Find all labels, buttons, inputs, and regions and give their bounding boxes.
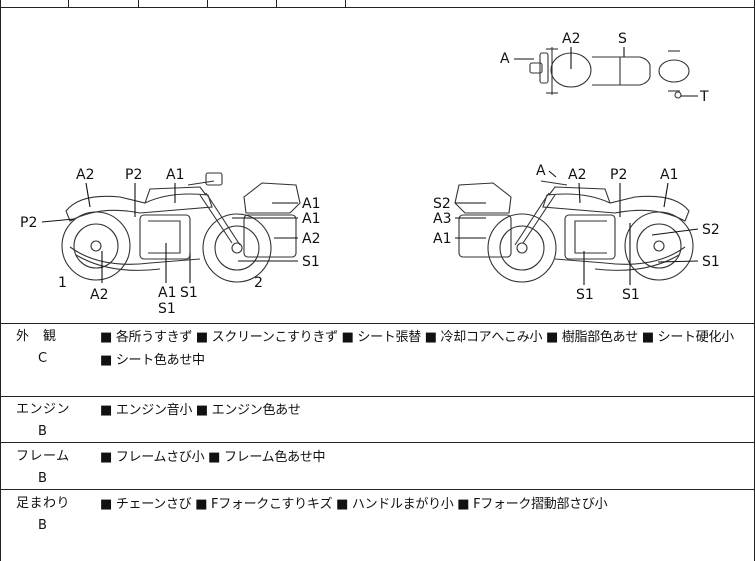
condition-row-exterior: 外 観 C ■ 各所うすきず ■ スクリーンこすりきず ■ シート張替 ■ 冷却… bbox=[0, 326, 755, 396]
condition-row-suspension: 足まわり B ■ チェーンさび ■ Fフォークこすりキズ ■ ハンドルまがり小 … bbox=[0, 493, 755, 559]
left-label-a2-r3: A2 bbox=[302, 231, 320, 247]
right-label-a3-l2: A3 bbox=[433, 211, 451, 227]
top-label-t: T bbox=[699, 89, 709, 105]
left-label-s1-r4: S1 bbox=[302, 254, 320, 270]
left-view-motorcycle bbox=[61, 172, 301, 283]
left-label-a1-top: A1 bbox=[166, 167, 184, 183]
condition-category: エンジン B bbox=[16, 399, 86, 443]
left-label-s1-bottom2: S1 bbox=[158, 301, 176, 317]
left-label-a1-bottom: A1 bbox=[158, 285, 176, 301]
top-table-row bbox=[0, 0, 755, 7]
left-view-leaders bbox=[41, 182, 298, 283]
condition-details: ■ エンジン音小 ■ エンジン色あせ bbox=[100, 403, 301, 418]
left-label-p2-top: P2 bbox=[125, 167, 142, 183]
right-label-a-top: A bbox=[536, 163, 546, 179]
condition-details: ■ チェーンさび ■ Fフォークこすりキズ ■ ハンドルまがり小 ■ Fフォーク… bbox=[100, 497, 608, 512]
category-grade: B bbox=[38, 471, 47, 486]
left-label-a1-r1: A1 bbox=[302, 196, 320, 212]
damage-diagram: A A2 S T A2 P2 A1 P2 A1 A1 A2 S1 1 A2 A1… bbox=[0, 7, 755, 323]
right-label-s1-b1: S1 bbox=[576, 287, 594, 303]
condition-category: 足まわり B bbox=[16, 493, 86, 537]
category-grade: B bbox=[38, 424, 47, 439]
right-label-a2-top: A2 bbox=[568, 167, 586, 183]
condition-category: 外 観 C bbox=[16, 326, 86, 370]
right-label-a1-top: A1 bbox=[660, 167, 678, 183]
condition-details: ■ フレームさび小 ■ フレーム色あせ中 bbox=[100, 450, 326, 465]
right-label-a1-l3: A1 bbox=[433, 231, 451, 247]
right-label-s2-l1: S2 bbox=[433, 196, 451, 212]
right-label-s2-r: S2 bbox=[702, 222, 720, 238]
top-label-a2: A2 bbox=[562, 31, 580, 47]
condition-row-engine: エンジン B ■ エンジン音小 ■ エンジン色あせ bbox=[0, 399, 755, 441]
category-grade: B bbox=[38, 518, 47, 533]
left-label-a1-r2: A1 bbox=[302, 211, 320, 227]
top-label-s: S bbox=[618, 31, 627, 47]
right-view-motorcycle bbox=[454, 180, 694, 283]
condition-category: フレーム B bbox=[16, 446, 86, 490]
condition-row-frame: フレーム B ■ フレームさび小 ■ フレーム色あせ中 bbox=[0, 446, 755, 488]
left-label-a2-top: A2 bbox=[76, 167, 94, 183]
category-name: 外 観 bbox=[16, 329, 57, 344]
condition-details: ■ 各所うすきず ■ スクリーンこすりきず ■ シート張替 ■ 冷却コアへこみ小… bbox=[100, 330, 734, 368]
left-label-num2: 2 bbox=[254, 275, 263, 291]
top-view-leaders bbox=[514, 47, 698, 97]
right-view-leaders bbox=[455, 170, 699, 285]
category-name: 足まわり bbox=[16, 496, 71, 511]
motorcycle-diagram: A A2 S T A2 P2 A1 P2 A1 A1 A2 S1 1 A2 A1… bbox=[20, 31, 720, 317]
top-label-a: A bbox=[500, 51, 510, 67]
category-name: フレーム bbox=[16, 449, 70, 464]
left-label-p2-side: P2 bbox=[20, 215, 37, 231]
right-label-s1-r: S1 bbox=[702, 254, 720, 270]
category-name: エンジン bbox=[16, 402, 71, 417]
top-view-motorcycle bbox=[529, 47, 690, 99]
category-grade: C bbox=[38, 351, 48, 366]
right-label-p2-top: P2 bbox=[610, 167, 627, 183]
left-label-a2-bottom: A2 bbox=[90, 287, 108, 303]
right-label-s1-b2: S1 bbox=[622, 287, 640, 303]
left-label-num1: 1 bbox=[58, 275, 67, 291]
left-label-s1-bottom: S1 bbox=[180, 285, 198, 301]
